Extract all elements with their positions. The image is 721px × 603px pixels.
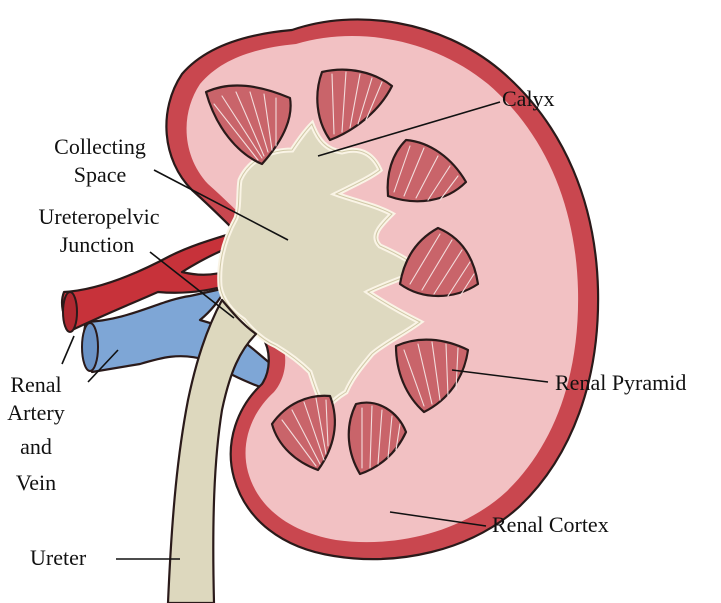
renal-pyramid xyxy=(204,84,292,166)
label-renal-line1: Renal xyxy=(10,372,61,397)
renal-pyramid xyxy=(398,226,480,298)
label-collecting-space-line2: Space xyxy=(74,162,127,187)
renal-artery xyxy=(61,230,240,332)
renal-artery-cut-end xyxy=(62,291,78,333)
renal-cortex-leader xyxy=(389,511,487,527)
renal-pyramid xyxy=(394,338,470,414)
label-upj-line1: Ureteropelvic xyxy=(39,204,160,229)
renal-pyramid xyxy=(270,394,336,472)
leader-lines xyxy=(61,101,549,560)
label-ureter: Ureter xyxy=(30,545,87,570)
calyx-leader xyxy=(317,101,501,157)
ureter xyxy=(166,298,258,603)
renal-pyramid xyxy=(316,68,394,142)
upj-leader xyxy=(149,251,235,319)
label-renal-line2: Artery xyxy=(7,400,64,425)
label-upj-line2: Junction xyxy=(60,232,135,257)
label-renal-line4: Vein xyxy=(16,470,56,495)
collecting-space-leader xyxy=(153,169,289,241)
renal-pyramid-leader xyxy=(451,369,549,383)
label-calyx: Calyx xyxy=(502,86,555,111)
label-renal-pyramid: Renal Pyramid xyxy=(555,370,686,395)
label-renal-line3: and xyxy=(20,434,52,459)
labels: Calyx Collecting Space Ureteropelvic Jun… xyxy=(7,86,686,570)
renal-artery-leader xyxy=(61,335,75,365)
renal-pyramid xyxy=(386,138,468,203)
label-renal-cortex: Renal Cortex xyxy=(492,512,609,537)
renal-vein-leader xyxy=(87,349,119,383)
renal-pyramid xyxy=(347,401,408,476)
renal-pyramids xyxy=(204,68,480,476)
label-collecting-space-line1: Collecting xyxy=(54,134,146,159)
renal-vein-cut-end xyxy=(81,322,99,372)
